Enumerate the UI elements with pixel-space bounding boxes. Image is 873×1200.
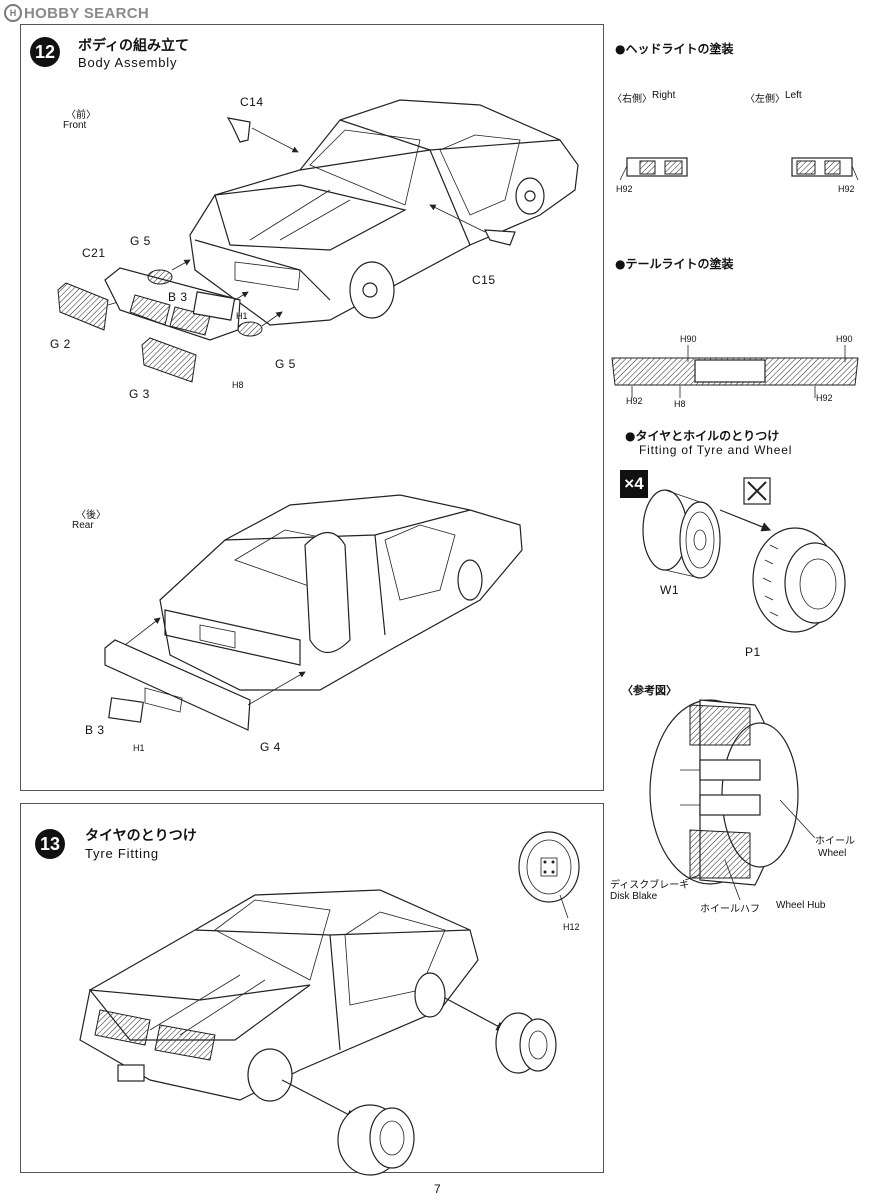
paint-label-h8: H8: [232, 380, 244, 390]
part-b3-shape: [192, 291, 236, 321]
step13-title-en: Tyre Fitting: [85, 846, 159, 861]
part-c14-shape: [226, 117, 251, 143]
step12-number: 12: [30, 37, 60, 67]
part-label-g4: G 4: [260, 740, 281, 754]
headlight-right-drawing: [619, 157, 688, 181]
part-c15-shape: [483, 229, 516, 246]
headlight-right-jp: 〈右側〉: [612, 94, 652, 105]
front-label-jp: 〈前〉: [66, 110, 96, 121]
part-label-p1: P1: [745, 645, 761, 659]
taillight-title: ●テールライトの塗装: [615, 257, 734, 271]
paint-label-h92-right: H92: [616, 184, 633, 194]
part-label-g5-top: G 5: [130, 234, 151, 248]
wheel-w1-drawing: [642, 489, 721, 579]
part-label-c21: C21: [82, 246, 106, 260]
paint-label-h92-tail-left: H92: [626, 396, 643, 406]
front-label-en: Front: [63, 120, 87, 131]
part-label-c15: C15: [472, 273, 496, 287]
part-g3-shape: [141, 337, 197, 383]
glue-warning-icon: [743, 477, 771, 505]
page-number: 7: [434, 1182, 441, 1196]
part-g4-shape: [104, 639, 251, 731]
part-g2-shape: [57, 282, 109, 331]
step13-title-jp: タイヤのとりつけ: [85, 828, 197, 844]
front-car-drawing: [189, 99, 579, 326]
ref-wheel-jp: ホイール: [815, 836, 855, 847]
part-label-g3: G 3: [129, 387, 150, 401]
step13-panel: [20, 803, 604, 1173]
paint-label-h1-front: H1: [236, 311, 248, 321]
quantity-badge: ×4: [620, 470, 648, 498]
tyre-rear-drawing: [495, 1012, 557, 1074]
headlight-left-drawing: [791, 157, 859, 181]
rear-label-jp: 〈後〉: [76, 510, 106, 521]
part-b3-rear-shape: [108, 697, 144, 723]
step12-panel: [20, 24, 604, 791]
headlight-right-en: Right: [652, 90, 676, 101]
tyre-p1-drawing: [752, 527, 846, 633]
part-label-g5-bottom: G 5: [275, 357, 296, 371]
step13-car-drawing: [79, 889, 479, 1102]
part-label-c14: C14: [240, 95, 264, 109]
step12-title-en: Body Assembly: [78, 55, 178, 70]
rear-label-en: Rear: [72, 520, 94, 531]
step13-number: 13: [35, 829, 65, 859]
paint-label-h92-tail-right: H92: [816, 393, 833, 403]
part-label-g2: G 2: [50, 337, 71, 351]
reference-title: 〈参考図〉: [622, 684, 677, 697]
paint-label-h1-rear: H1: [133, 743, 145, 753]
wheel-fit-title-en: Fitting of Tyre and Wheel: [639, 443, 793, 457]
rear-car-drawing: [159, 494, 523, 691]
part-label-b3-front: B 3: [168, 290, 188, 304]
part-label-w1: W1: [660, 583, 679, 597]
ref-hub-jp: ホイールハフ: [700, 904, 760, 915]
headlight-left-jp: 〈左側〉: [745, 94, 785, 105]
paint-label-h90-right: H90: [836, 334, 853, 344]
logo-mark-icon: H: [4, 4, 22, 22]
paint-label-h92-left: H92: [838, 184, 855, 194]
wheel-detail-drawing: [518, 831, 580, 919]
ref-disk-en: Disk Blake: [610, 891, 658, 902]
ref-wheel-en: Wheel: [818, 848, 847, 859]
ref-hub-en: Wheel Hub: [776, 900, 826, 911]
headlight-title: ●ヘッドライトの塗装: [615, 42, 734, 56]
site-logo: H HOBBY SEARCH: [4, 3, 149, 23]
wheel-fit-title-jp: ●タイヤとホイルのとりつけ: [625, 429, 780, 443]
part-g5-shape: [147, 269, 173, 285]
paint-label-h8-tail: H8: [674, 399, 686, 409]
step12-title-jp: ボディの組み立て: [78, 38, 190, 54]
tyre-front-drawing: [337, 1104, 415, 1176]
reference-wheel-drawing: [649, 699, 816, 901]
logo-text: HOBBY SEARCH: [24, 4, 150, 22]
taillight-drawing: [611, 345, 859, 398]
headlight-left-en: Left: [785, 90, 802, 101]
ref-disk-jp: ディスクブレーキ: [610, 880, 690, 891]
paint-label-h12: H12: [563, 922, 580, 932]
part-label-b3-rear: B 3: [85, 723, 105, 737]
paint-label-h90-left: H90: [680, 334, 697, 344]
